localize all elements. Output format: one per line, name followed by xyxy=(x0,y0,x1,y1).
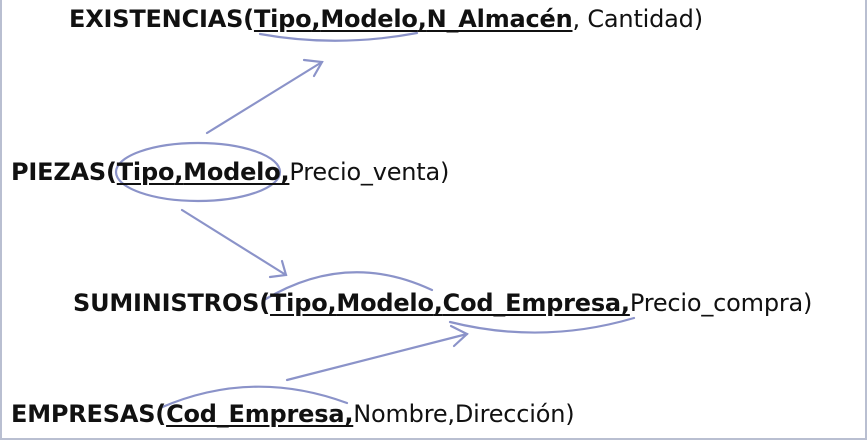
suministros-key-arc-top xyxy=(262,271,434,302)
key-attribute: Tipo xyxy=(253,5,312,33)
key-attribute: Tipo xyxy=(116,158,175,186)
arrowhead-piezas-suministros xyxy=(268,259,288,279)
attribute: Nombre,Dirección xyxy=(353,400,566,428)
attribute: Precio_compra xyxy=(629,289,804,317)
existencias-key-ellipse xyxy=(258,31,419,42)
relation-empresas: EMPRESAS(Cod_Empresa,Nombre,Dirección) xyxy=(11,400,575,428)
key-attribute: Tipo xyxy=(270,289,328,317)
key-attribute: Modelo, xyxy=(183,158,290,186)
empresas-key-arc-top xyxy=(158,385,349,410)
relation-name: EXISTENCIAS xyxy=(69,5,244,33)
arrowhead-empresas-suministros xyxy=(449,324,469,348)
arrow-piezas-suministros xyxy=(180,208,288,277)
suministros-key-arc-bottom xyxy=(448,316,636,334)
relation-existencias: EXISTENCIAS(Tipo,Modelo,N_Almacén, Canti… xyxy=(69,5,703,33)
relation-name: EMPRESAS xyxy=(11,400,156,428)
arrow-empresas-suministros xyxy=(285,332,469,382)
key-attribute: Cod_Empresa, xyxy=(166,400,354,428)
attribute: Precio_venta xyxy=(289,158,441,186)
relation-name: PIEZAS xyxy=(11,158,106,186)
piezas-key-ellipse xyxy=(114,141,282,203)
relation-piezas: PIEZAS(Tipo,Modelo,Precio_venta) xyxy=(11,158,450,186)
attribute: Cantidad xyxy=(579,5,694,33)
key-attribute: Modelo xyxy=(320,5,418,33)
arrow-piezas-existencias xyxy=(205,60,324,135)
arrowhead-piezas-existencias xyxy=(302,58,324,78)
key-attribute: Cod_Empresa, xyxy=(442,289,630,317)
key-attribute: N_Almacén xyxy=(426,5,573,33)
relation-suministros: SUMINISTROS(Tipo,Modelo,Cod_Empresa,Prec… xyxy=(73,289,813,317)
relation-name: SUMINISTROS xyxy=(73,289,260,317)
key-attribute: Modelo xyxy=(336,289,434,317)
